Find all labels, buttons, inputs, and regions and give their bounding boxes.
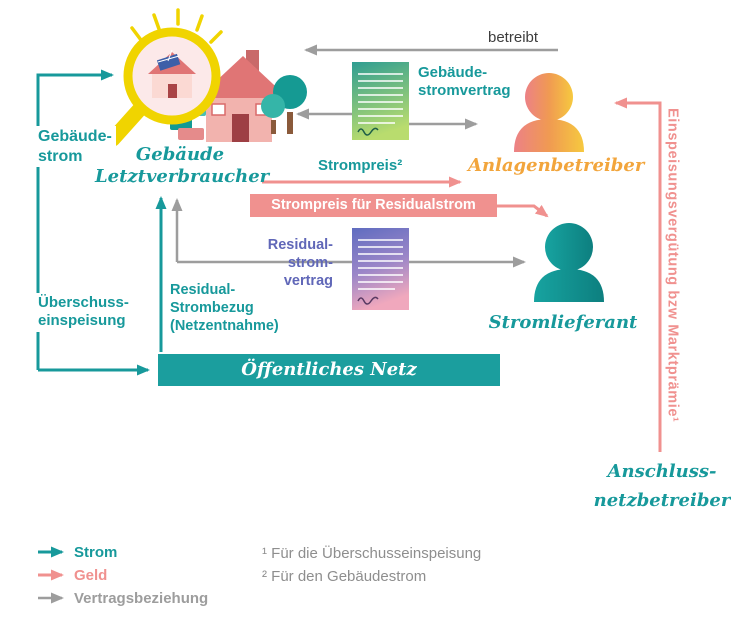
signature-icon bbox=[357, 296, 379, 305]
grid-operator-line1: Anschluss- bbox=[607, 461, 717, 482]
residual-strompreis-arrow bbox=[497, 204, 549, 218]
residual-strombezug-label: Residual- Strombezug (Netzentnahme) bbox=[170, 281, 279, 335]
supplier-avatar bbox=[534, 223, 604, 302]
footnote-1: ¹ Für die Überschusseinspeisung bbox=[262, 545, 482, 562]
betreibt-label: betreibt bbox=[488, 29, 539, 46]
solar-house-icon bbox=[148, 49, 196, 98]
rsv-line1: Residual- bbox=[267, 237, 333, 253]
plant-operator-label: Anlagenbetreiber bbox=[468, 155, 645, 176]
gsv-line2: stromvertrag bbox=[418, 82, 511, 100]
magnifier-handle bbox=[105, 102, 147, 147]
residualstromvertrag-document-icon bbox=[352, 228, 409, 310]
supplier-label: Stromlieferant bbox=[488, 312, 638, 333]
consumer-line1: Gebäude bbox=[135, 144, 225, 165]
grid-operator-line2: netzbetreiber bbox=[593, 489, 731, 511]
rsb-line2: Strombezug bbox=[170, 300, 254, 317]
ueberschuss-line1: Überschuss- bbox=[38, 294, 129, 311]
einspeiseverguetung-arrow bbox=[614, 97, 662, 452]
legend-geld-label: Geld bbox=[74, 567, 108, 584]
rsv-line2: strom- bbox=[287, 255, 333, 272]
sun-rays-icon bbox=[130, 8, 223, 44]
ueberschuss-label: Überschuss- einspeisung bbox=[36, 293, 133, 332]
rsb-line1: Residual- bbox=[170, 282, 236, 298]
strom-arrows bbox=[36, 69, 167, 558]
legend-strom-label: Strom bbox=[74, 544, 118, 561]
residual-price-banner: Strompreis für Residualstrom bbox=[250, 194, 497, 217]
legend-vertrag-label: Vertragsbeziehung bbox=[74, 590, 209, 607]
geld-arrows bbox=[38, 97, 662, 581]
gebaeudestrom-line1: Gebäude- bbox=[38, 128, 112, 145]
gebaeudestrom-label: Gebäude- strom bbox=[36, 126, 116, 168]
signature-icon bbox=[357, 127, 379, 136]
tree-icon bbox=[261, 94, 285, 118]
gebaeudestrom-line2: strom bbox=[38, 147, 83, 165]
magnifier-icon bbox=[105, 8, 223, 147]
gebaeudestrom-arrow bbox=[36, 69, 114, 370]
plant-operator-avatar bbox=[514, 73, 584, 152]
gsv-line1: Gebäude- bbox=[418, 64, 488, 81]
einspeiseverguetung-label: Einspeisungsvergütung bzw Marktprämie¹ bbox=[664, 108, 681, 423]
rsb-line3: (Netzentnahme) bbox=[170, 318, 279, 335]
footnote-2: ² Für den Gebäudestrom bbox=[262, 568, 427, 585]
residualstromvertrag-label: Residual- strom- vertrag bbox=[253, 236, 333, 290]
grid-operator-label: Anschluss- netzbetreiber bbox=[592, 458, 731, 516]
consumer-line2: Letztverbraucher bbox=[95, 165, 270, 187]
strompreis-label: Strompreis² bbox=[318, 157, 403, 174]
contract-arrows bbox=[38, 44, 558, 604]
public-grid-banner: Öffentliches Netz bbox=[158, 354, 500, 386]
gebaeudestromvertrag-label: Gebäude- stromvertrag bbox=[418, 64, 511, 101]
gebaeudestromvertrag-document-icon bbox=[352, 62, 409, 140]
rsv-line3: vertrag bbox=[283, 273, 333, 290]
ueberschuss-line2: einspeisung bbox=[38, 312, 126, 330]
consumer-label: Gebäude Letztverbraucher bbox=[95, 144, 269, 187]
